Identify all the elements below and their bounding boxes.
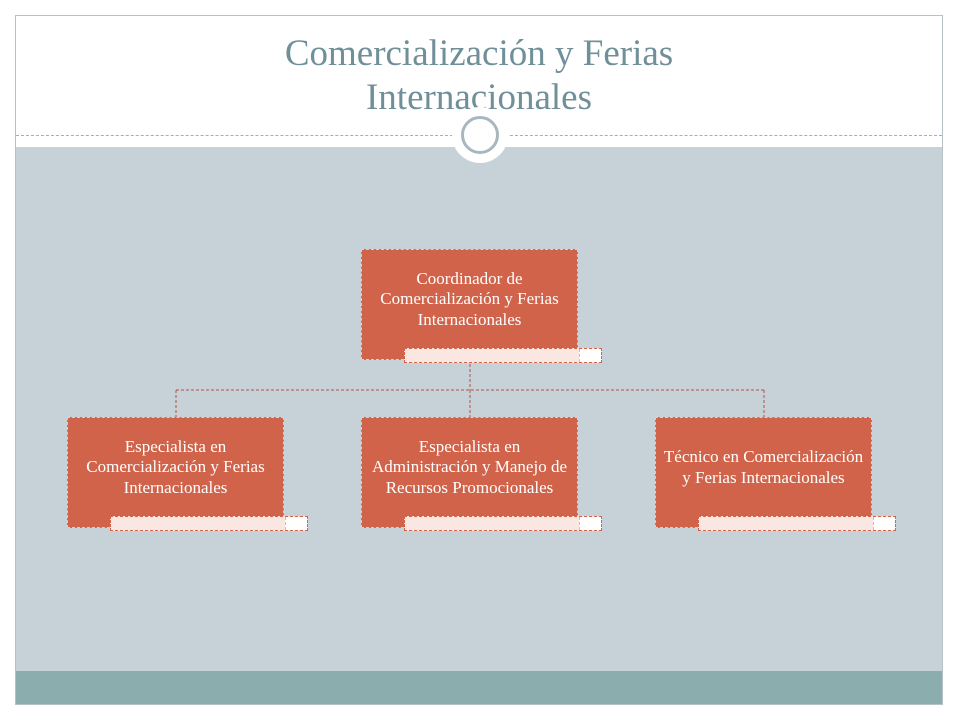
org-node-child-3-label: Técnico en Comercialización y Ferias Int… [663,447,864,487]
footer-bar [16,671,942,704]
circle-ornament-icon [452,107,508,163]
org-node-root: Coordinador de Comercialización y Ferias… [361,249,578,360]
slide-title: Comercialización y Ferias Internacionale… [285,32,673,119]
slide-frame: Comercialización y Ferias Internacionale… [15,15,943,705]
org-node-child-2-label: Especialista en Administración y Manejo … [372,437,567,497]
org-node-child-3: Técnico en Comercialización y Ferias Int… [655,417,872,528]
org-node-child-3-tab [698,516,896,531]
org-node-root-label: Coordinador de Comercialización y Ferias… [380,269,559,329]
slide-title-line-1: Comercialización y Ferias [284,33,674,75]
content-background [16,147,942,671]
org-node-child-1-tab [110,516,308,531]
org-node-child-1: Especialista en Comercialización y Feria… [67,417,284,528]
title-area: Comercialización y Ferias Internacionale… [16,16,942,135]
org-node-root-tab [404,348,602,363]
org-node-child-2: Especialista en Administración y Manejo … [361,417,578,528]
org-node-child-2-tab [404,516,602,531]
org-node-child-1-label: Especialista en Comercialización y Feria… [86,437,265,497]
